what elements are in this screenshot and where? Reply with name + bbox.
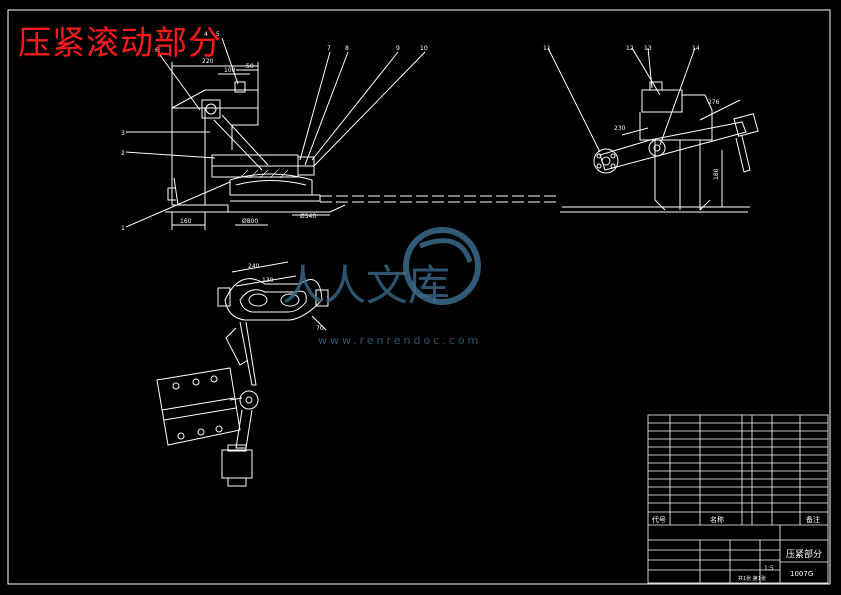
callout-14: 14: [692, 45, 700, 52]
right-side-view: [547, 47, 759, 213]
callout-6: 6: [155, 47, 159, 54]
callout-4: 4: [204, 31, 208, 38]
drawing-title: 压紧滚动部分: [18, 23, 222, 62]
tb-scale: 1:5: [764, 565, 774, 572]
labels: 4 5 6 7 8 9 10 11 12 13 14 3 2 1 220 100…: [121, 31, 720, 332]
dim-800: Ø800: [242, 218, 258, 225]
callout-1: 1: [121, 225, 125, 232]
dim-230: 230: [614, 125, 626, 132]
title-block: [647, 414, 829, 584]
callout-8: 8: [345, 45, 349, 52]
watermark-url: www.renrendoc.com: [318, 334, 481, 347]
callout-13: 13: [644, 45, 652, 52]
tb-part-name: 压紧部分: [786, 548, 822, 560]
dim-180: 180: [713, 168, 720, 180]
callout-7: 7: [327, 45, 331, 52]
detail-view: [156, 261, 329, 487]
callout-11: 11: [543, 45, 551, 52]
drawing-border: [7, 9, 831, 585]
tb-header-remark: 备注: [806, 515, 820, 524]
title-block-text: 代号 名称 备注 压紧部分 1007G 1:5 共1张 第1张: [652, 515, 822, 582]
dim-220: 220: [202, 58, 214, 65]
left-side-view: [125, 37, 560, 230]
tb-drawing-no: 1007G: [790, 570, 813, 578]
dim-130: 130: [262, 277, 274, 284]
tb-sheet: 共1张 第1张: [738, 575, 766, 582]
dim-540: Ø540: [300, 213, 316, 220]
tb-header-code: 代号: [652, 515, 666, 524]
tb-header-name: 名称: [710, 515, 724, 524]
dim-70: 70: [316, 325, 324, 332]
callout-5: 5: [216, 31, 220, 38]
dim-276: 276: [708, 99, 720, 106]
dim-240: 240: [248, 263, 260, 270]
watermark-brand: 人人文库: [282, 261, 450, 310]
callout-3: 3: [121, 130, 125, 137]
watermark-logo: [403, 227, 481, 305]
dim-160: 160: [180, 218, 192, 225]
callout-10: 10: [420, 45, 428, 52]
callout-9: 9: [396, 45, 400, 52]
callout-12: 12: [626, 45, 634, 52]
dim-50: 50: [246, 63, 254, 70]
callout-2: 2: [121, 150, 125, 157]
dim-100: 100: [224, 67, 236, 74]
